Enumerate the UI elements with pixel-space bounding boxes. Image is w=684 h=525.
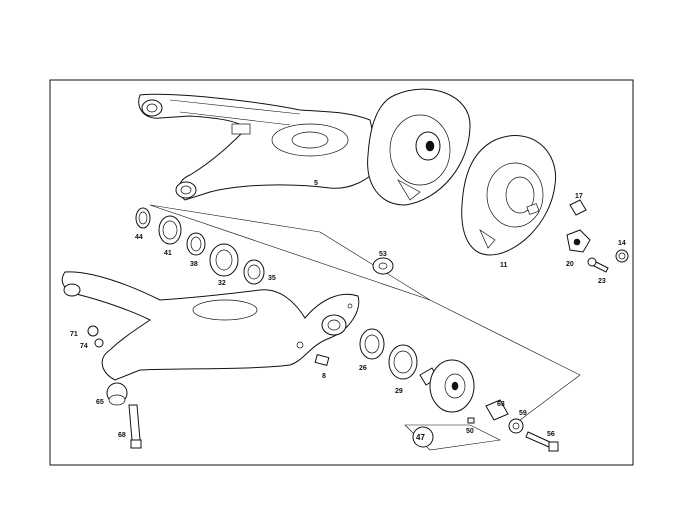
label-50: 50 (466, 428, 474, 435)
label-71: 71 (70, 331, 78, 338)
brake-dust-shield: 11 (461, 135, 557, 269)
label-20: 20 (566, 261, 574, 268)
small-hardware-right: 17 20 23 14 (566, 193, 629, 285)
label-23: 23 (598, 278, 606, 285)
lower-trailing-arm (61, 271, 360, 381)
label-11: 11 (500, 262, 508, 269)
label-5: 5 (314, 180, 318, 187)
label-26: 26 (359, 365, 367, 372)
label-59: 59 (519, 410, 527, 417)
label-35: 35 (268, 275, 276, 282)
label-65: 65 (96, 399, 104, 406)
label-47: 47 (416, 433, 425, 442)
label-63: 63 (497, 401, 505, 408)
circlip-53: 53 (319, 231, 581, 421)
label-17: 17 (575, 193, 583, 200)
diagram-frame (49, 79, 634, 466)
small-parts-left: 71 74 8 65 68 (70, 325, 330, 449)
label-29: 29 (395, 388, 403, 395)
label-14: 14 (618, 240, 626, 247)
brake-disc-upper (367, 88, 471, 206)
label-68: 68 (118, 432, 126, 439)
label-53: 53 (379, 251, 387, 258)
hub-bearing-assembly: 26 29 (359, 328, 475, 413)
label-32: 32 (218, 280, 226, 287)
bearing-stack-left: 44 41 38 32 35 (135, 204, 431, 301)
label-38: 38 (190, 261, 198, 268)
label-41: 41 (164, 250, 172, 257)
label-56: 56 (547, 431, 555, 438)
label-44: 44 (135, 234, 143, 241)
label-8: 8 (322, 373, 326, 380)
axle-hardware: 63 59 50 47 56 (404, 399, 559, 452)
label-74: 74 (80, 343, 88, 350)
upper-trailing-arm-assembly: 5 (138, 93, 381, 201)
